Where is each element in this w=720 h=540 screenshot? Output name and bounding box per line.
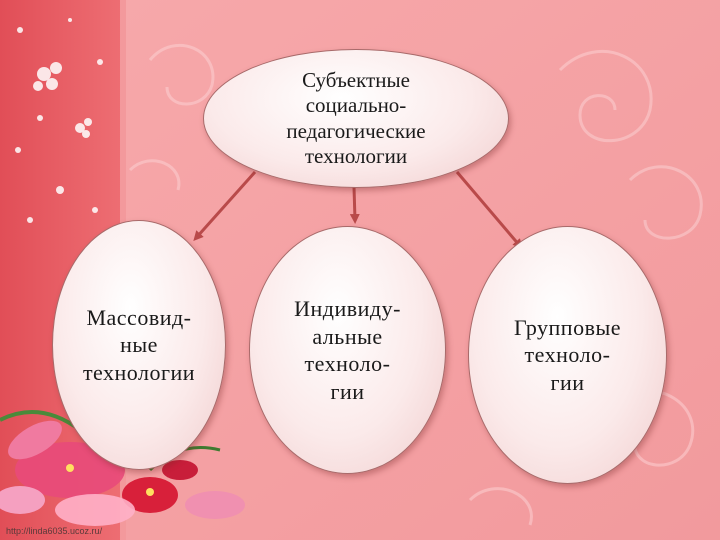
swirl-decoration [128, 43, 703, 526]
root-label: Субъектные социально- педагогические тех… [286, 68, 426, 168]
child-label-mass: Массовид- ные технологии [82, 304, 196, 385]
flower-icon [15, 18, 103, 223]
child-label-individual: Индивиду- альные техноло- гии [294, 296, 401, 404]
footer-url: http://linda6035.ucoz.ru/ [6, 526, 103, 536]
child-label-group: Групповые техноло- гии [513, 314, 622, 395]
child-node-mass: Массовид- ные технологии [52, 220, 226, 470]
child-node-individual: Индивиду- альные техноло- гии [249, 226, 446, 474]
child-node-group: Групповые техноло- гии [468, 226, 667, 484]
root-node: Субъектные социально- педагогические тех… [203, 49, 509, 188]
